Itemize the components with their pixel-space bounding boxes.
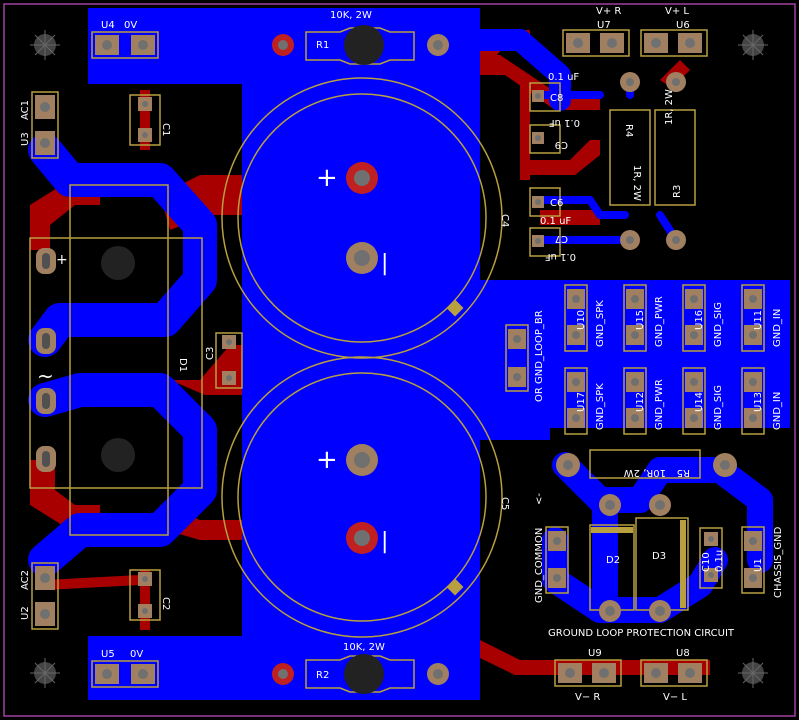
c5-outline xyxy=(221,356,503,638)
u11-value: GND_IN xyxy=(772,309,783,347)
u15-value: GND_PWR xyxy=(654,296,665,347)
r2-value: 10K, 2W xyxy=(343,642,385,653)
c6-value: 0.1 uF xyxy=(540,216,571,227)
u5-label: U5 xyxy=(101,649,115,660)
c4-label: C4 xyxy=(499,214,510,227)
u4-label: U4 xyxy=(101,20,115,31)
u17-value: GND_SPK xyxy=(595,383,606,430)
u10-value: GND_SPK xyxy=(595,300,606,347)
u1-label: U1 xyxy=(753,558,764,572)
u9-value: V− R xyxy=(575,692,600,703)
c5-minus-sign: | xyxy=(381,529,388,554)
u17-label: U17 xyxy=(576,392,587,412)
u7-label: U7 xyxy=(597,20,611,31)
c10-value: 0.1u xyxy=(714,550,725,572)
r4-value: 1R, 2W xyxy=(631,165,642,201)
d2-label: D2 xyxy=(606,555,620,566)
board-outline xyxy=(3,3,796,717)
u13-label: U13 xyxy=(753,392,764,412)
mount-hole-bottom-left xyxy=(30,658,60,688)
pads xyxy=(35,25,762,694)
u15-label: U15 xyxy=(635,310,646,330)
r1-value: 10K, 2W xyxy=(330,10,372,21)
u4-value: 0V xyxy=(124,20,137,31)
u3-value: AC1 xyxy=(20,100,31,120)
u2-label: U2 xyxy=(20,606,31,620)
r4-label: R4 xyxy=(623,124,634,137)
c3-label: C3 xyxy=(205,347,216,360)
c5-plus-sign: + xyxy=(316,445,338,475)
d3-label: D3 xyxy=(652,551,666,562)
c4-plus-sign: + xyxy=(316,163,338,193)
u7-value: V+ R xyxy=(596,6,621,17)
d3-cathode-bar xyxy=(680,520,686,608)
u6-value: V+ L xyxy=(665,6,689,17)
c7-value: 0.1 uF xyxy=(545,251,576,262)
mounting-holes xyxy=(30,30,768,688)
c8-label: C8 xyxy=(550,93,563,104)
d2-cathode-bar xyxy=(591,527,633,533)
u8-value: V− L xyxy=(663,692,687,703)
u12-label: U12 xyxy=(635,392,646,412)
silkscreen-text: U4 0V U5 0V 10K, 2W R1 10K, 2W R2 V+ R U… xyxy=(20,6,784,703)
c4-polarity-mark xyxy=(446,299,464,317)
c1-label: C1 xyxy=(160,123,171,136)
u14-value: GND_SIG xyxy=(713,385,724,430)
d1-label: D1 xyxy=(177,358,188,372)
u10-label: U10 xyxy=(576,310,587,330)
d1-ac-tilde: ~ xyxy=(37,364,54,388)
r3-value: 1R, 2W xyxy=(664,89,675,125)
u5-value: 0V xyxy=(130,649,143,660)
c6-label: C6 xyxy=(550,198,563,209)
gnd-common-arrow: <- xyxy=(534,493,545,505)
u8-label: U8 xyxy=(676,648,690,659)
u11-label: U11 xyxy=(753,310,764,330)
mount-hole-bottom-right xyxy=(738,658,768,688)
gnd-loop-br-label: OR GND_LOOP_BR xyxy=(534,310,545,402)
c9-value: 0.1 uF xyxy=(549,117,580,128)
u13-value: GND_IN xyxy=(772,392,783,430)
c10-label: C10 xyxy=(701,552,712,572)
c8-value: 0.1 uF xyxy=(548,72,579,83)
u14-label: U14 xyxy=(694,392,705,412)
c5-polarity-mark xyxy=(446,578,464,596)
silkscreen-layer xyxy=(29,27,765,693)
mount-hole-top-right xyxy=(738,30,768,60)
c7-label: C7 xyxy=(555,233,568,244)
d1-plus-sign: + xyxy=(56,252,68,268)
r5-value: 10R, 2W xyxy=(624,467,666,478)
u9-label: U9 xyxy=(588,648,602,659)
c4-outline xyxy=(221,77,503,359)
u16-label: U16 xyxy=(694,310,705,330)
c9-label: C9 xyxy=(555,139,568,150)
u2-value: AC2 xyxy=(20,570,31,590)
u1-value: CHASSIS_GND xyxy=(773,526,784,598)
u6-label: U6 xyxy=(676,20,690,31)
r1-label: R1 xyxy=(316,40,329,51)
u3-label: U3 xyxy=(20,132,31,146)
r2-label: R2 xyxy=(316,670,329,681)
c2-label: C2 xyxy=(160,597,171,610)
r3-label: R3 xyxy=(672,185,683,198)
u12-value: GND_PWR xyxy=(654,379,665,430)
ground-loop-title: GROUND LOOP PROTECTION CIRCUIT xyxy=(548,628,735,639)
c5-label: C5 xyxy=(499,497,510,510)
r5-label: R5 xyxy=(677,467,690,478)
mount-hole-top-left xyxy=(30,30,60,60)
polarity-symbols: + | + | + ~ xyxy=(37,163,388,554)
c4-minus-sign: | xyxy=(381,251,388,276)
u16-value: GND_SIG xyxy=(713,302,724,347)
gnd-common-label: GND_COMMON xyxy=(534,528,545,603)
